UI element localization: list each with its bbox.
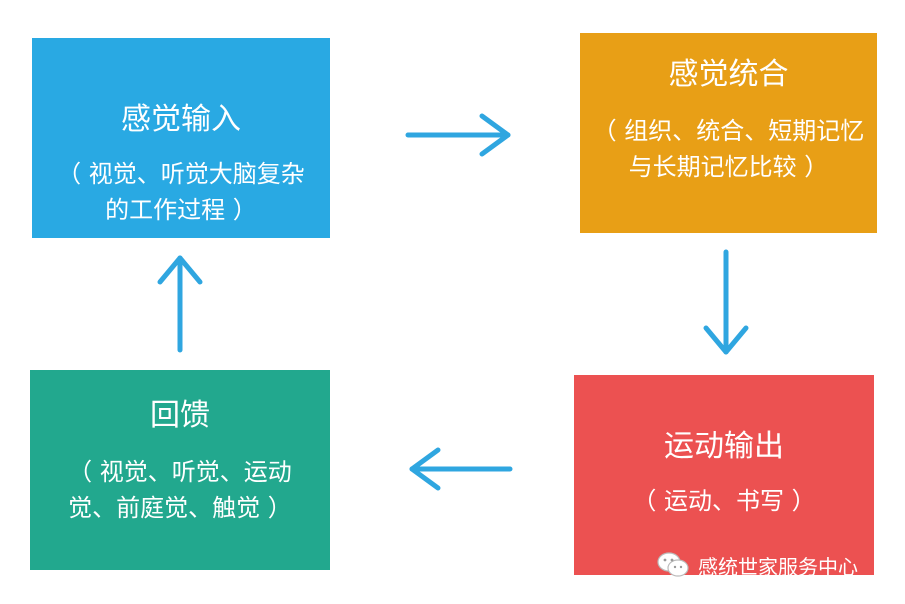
motor-output-desc: （ 运动、书写 ） [632,487,816,515]
wechat-icon [657,552,689,577]
sensory-input-title: 感觉输入 [121,102,241,137]
sensory-integration-desc: （ 组织、统合、短期记忆与长期记忆比较 ） [592,117,865,181]
sensory-input-box: 感觉输入 （ 视觉、听觉大脑复杂的工作过程 ） [32,38,330,238]
sensory-input-desc: （ 视觉、听觉大脑复杂的工作过程 ） [57,160,305,224]
arrow-up-icon [157,255,203,353]
motor-output-title: 运动输出 [664,429,784,464]
motor-output-box: 运动输出 （ 运动、书写 ） [574,375,874,575]
arrow-right-icon [405,113,511,157]
watermark-text: 感统世家服务中心 [698,554,858,579]
feedback-box: 回馈 （ 视觉、听觉、运动觉、前庭觉、触觉 ） [30,370,330,570]
arrow-down-icon [703,249,749,355]
arrow-left-icon [409,447,513,491]
feedback-desc: （ 视觉、听觉、运动觉、前庭觉、触觉 ） [68,458,292,522]
watermark: 感统世家服务中心 [656,548,858,582]
sensory-integration-title: 感觉统合 [668,57,789,92]
sensory-integration-box: 感觉统合 （ 组织、统合、短期记忆与长期记忆比较 ） [580,33,877,233]
feedback-title: 回馈 [150,398,210,433]
